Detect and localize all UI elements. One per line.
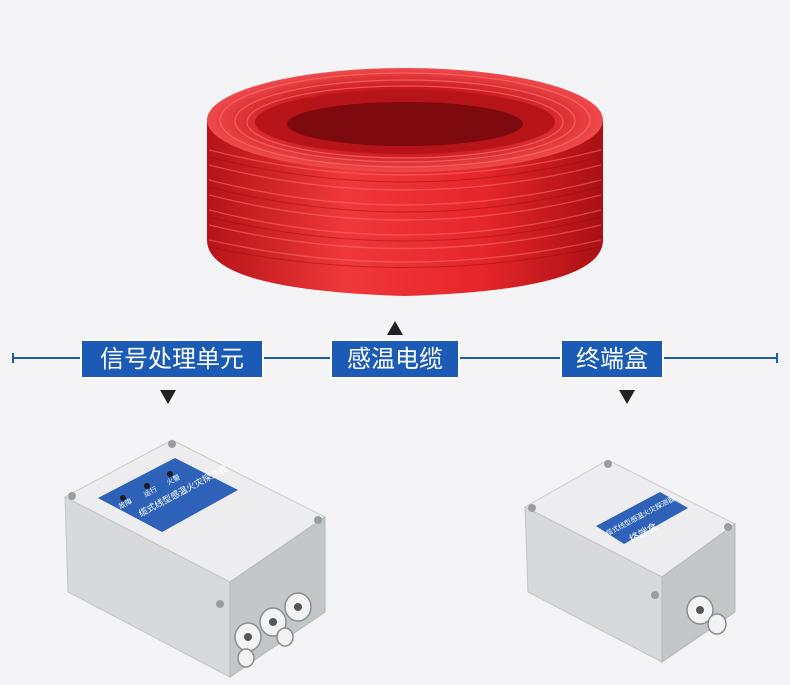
signal-processing-unit-label: 信号处理单元: [80, 339, 264, 379]
heat-sensing-cable-label: 感温电缆: [330, 339, 460, 379]
signal-processing-unit-image: [63, 439, 326, 678]
terminal-box-image: [523, 459, 736, 663]
triangle-down-icon: [619, 390, 635, 404]
divider-cap-right: [776, 353, 778, 363]
divider-cap-left: [12, 353, 14, 363]
terminal-box-label: 终端盒: [560, 339, 664, 379]
triangle-up-icon: [387, 321, 403, 335]
triangle-down-icon: [160, 390, 176, 404]
heat-sensing-cable-image: [207, 68, 603, 296]
